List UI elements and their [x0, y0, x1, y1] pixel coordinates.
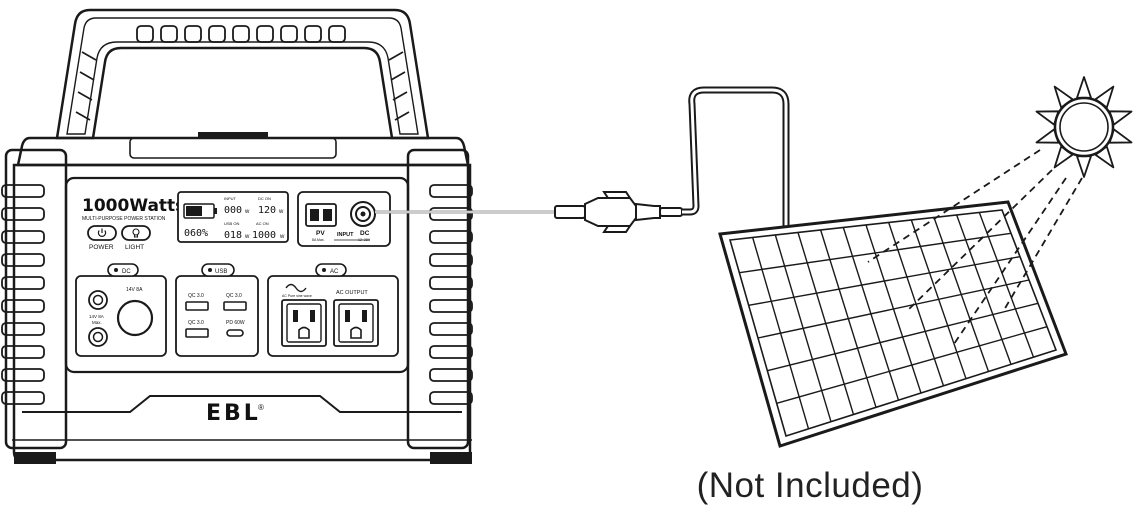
usb-a-port-3[interactable] — [185, 328, 209, 338]
sunlight-beams — [867, 149, 1083, 345]
mc4-connector-icon — [554, 191, 683, 233]
sun-ray — [1076, 76, 1092, 99]
battery-icon — [183, 203, 217, 219]
usb-a-port-2[interactable] — [223, 301, 247, 311]
ac-on-unit: w — [279, 234, 285, 240]
power-icon — [97, 228, 107, 237]
usb-port-2-label: QC 3.0 — [226, 293, 242, 299]
usb-c-port[interactable] — [226, 329, 244, 337]
not-included-caption: (Not Included) — [696, 466, 924, 505]
lid-recess — [129, 137, 337, 159]
usb-on-value: 018 — [224, 230, 242, 241]
right-bumper — [406, 148, 473, 450]
input-label: INPUT — [224, 196, 237, 201]
front-panel — [64, 176, 410, 374]
sun-ray — [1076, 155, 1092, 178]
dc-on-value: 120 — [258, 205, 276, 216]
input-unit: w — [244, 209, 250, 215]
usb-a-port-1[interactable] — [185, 301, 209, 311]
solar-cell-line — [748, 255, 1021, 307]
bulb-icon — [132, 228, 140, 238]
dc-input-port[interactable] — [350, 201, 376, 227]
sine-wave-icon — [285, 283, 307, 293]
handle-grip-slots — [136, 25, 346, 43]
power-button[interactable] — [87, 225, 117, 241]
usb-port-1-label: QC 3.0 — [188, 293, 204, 299]
model-subtitle: MULTI-PURPOSE POWER STATION — [82, 216, 166, 222]
ac-outlet-1[interactable] — [281, 299, 327, 347]
solar-cell-line — [776, 325, 1048, 405]
dc-input-label: DC — [360, 230, 370, 237]
usb-port-3-label: QC 3.0 — [188, 320, 204, 326]
brand-mark: ® — [258, 403, 264, 412]
light-button-label: LIGHT — [125, 244, 144, 251]
sun-icon — [1035, 76, 1133, 178]
light-button[interactable] — [121, 225, 151, 241]
pv-spec: 8A Max. — [312, 238, 325, 242]
input-panel-label: INPUT — [337, 232, 354, 238]
ac-on-label: AC ON — [256, 221, 269, 226]
brand-logo: EBL — [206, 401, 261, 426]
dc-panel: DC 14V 8A Max. 14V 8A — [75, 263, 167, 357]
power-station — [1, 8, 473, 464]
cigarette-lighter-spec: 14V 8A — [126, 287, 143, 293]
usb-panel: USB QC 3.0 QC 3.0 QC 3.0 PD 60W — [175, 263, 259, 357]
solar-cell-line — [739, 232, 1012, 274]
model-title: 1000Watts — [82, 196, 185, 216]
input-panel: PV 8A Max. INPUT DC 12~28V — [297, 191, 391, 247]
top-lid — [16, 136, 470, 167]
ac-panel: AC AC Pure sine wave AC OUTPUT — [267, 263, 399, 357]
dc-port-spec: 14V 8A — [89, 314, 104, 319]
ac-wave-label: AC Pure sine wave — [282, 294, 312, 298]
usb-on-unit: w — [244, 234, 250, 240]
pv-label: PV — [316, 230, 325, 237]
right-foot — [430, 452, 472, 464]
dc-5521-port-bottom[interactable] — [88, 327, 108, 347]
dc-on-label: DC ON — [258, 196, 271, 201]
usb-port-4-label: PD 60W — [226, 320, 245, 326]
usb-panel-tag: USB — [215, 269, 227, 275]
lcd-display: 060% INPUT 000 w DC ON 120 w USB ON 018 … — [177, 191, 289, 243]
left-bumper — [1, 148, 68, 450]
pv-port[interactable] — [305, 203, 337, 227]
base — [22, 395, 462, 413]
usb-on-label: USB ON — [224, 221, 239, 226]
dc-panel-tag: DC — [122, 269, 131, 275]
ac-on-value: 1000 — [252, 230, 276, 241]
solar-cell-line — [757, 279, 1030, 339]
solar-cell-grid — [739, 212, 1048, 430]
solar-panel — [718, 200, 1068, 448]
charging-cable — [375, 86, 790, 233]
ac-outlet-2[interactable] — [333, 299, 379, 347]
left-foot — [14, 452, 56, 464]
ac-output-label: AC OUTPUT — [336, 290, 368, 296]
dc-port-spec-max: Max. — [92, 320, 102, 325]
power-button-label: POWER — [89, 244, 114, 251]
ac-panel-tag: AC — [330, 269, 339, 275]
cigarette-lighter-port[interactable] — [116, 299, 154, 337]
solar-cell-line — [767, 302, 1039, 372]
battery-percent: 060% — [184, 228, 208, 239]
dc-on-unit: w — [278, 209, 284, 215]
input-value: 000 — [224, 205, 242, 216]
carry-handle — [55, 8, 430, 140]
dc-5521-port-top[interactable] — [88, 290, 108, 310]
